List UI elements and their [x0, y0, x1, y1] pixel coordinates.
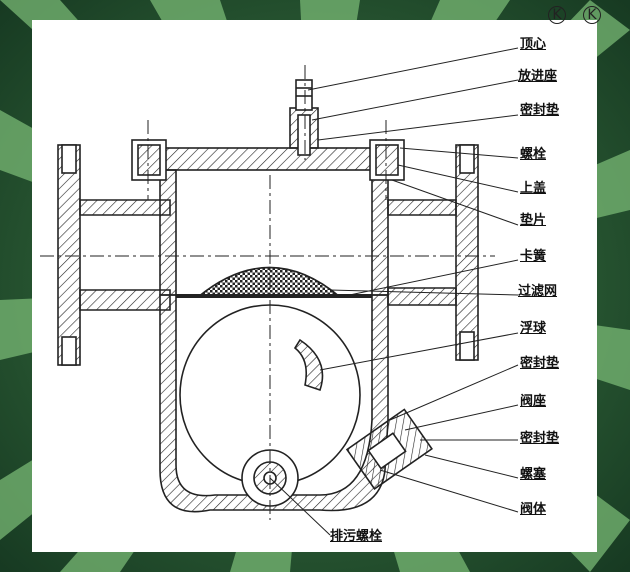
label-shang-gai: 上盖 [520, 181, 547, 196]
label-ding-xin: 顶心 [520, 37, 547, 52]
top-cover [147, 147, 399, 171]
label-fa-ti: 阀体 [520, 502, 547, 517]
label-fang-qi-zuo: 放进座 [518, 69, 558, 84]
label-luo-sai: 螺塞 [520, 467, 547, 482]
label-ka-huang: 卡簧 [520, 249, 547, 264]
label-guo-lv-wang: 过滤网 [518, 284, 558, 299]
label-mi-feng-dian-2: 密封垫 [520, 356, 560, 371]
label-fa-zuo: 阀座 [520, 394, 547, 409]
corner-mark-2: K [583, 6, 601, 24]
label-luo-shuan: 螺栓 [520, 147, 547, 162]
label-fu-qiu: 浮球 [520, 321, 547, 336]
left-flange [57, 144, 81, 366]
label-mi-feng-dian-3: 密封垫 [520, 431, 560, 446]
label-pai-wu-luo-shuan: 排污螺栓 [330, 529, 383, 544]
corner-mark-1: K [548, 6, 566, 24]
left-inlet-wall [79, 199, 171, 216]
right-flange [455, 144, 479, 361]
lower-body [159, 294, 389, 513]
filter-mesh [195, 266, 343, 298]
label-dian-pian: 垫片 [520, 213, 547, 228]
label-mi-feng-dian-1: 密封垫 [520, 103, 560, 118]
